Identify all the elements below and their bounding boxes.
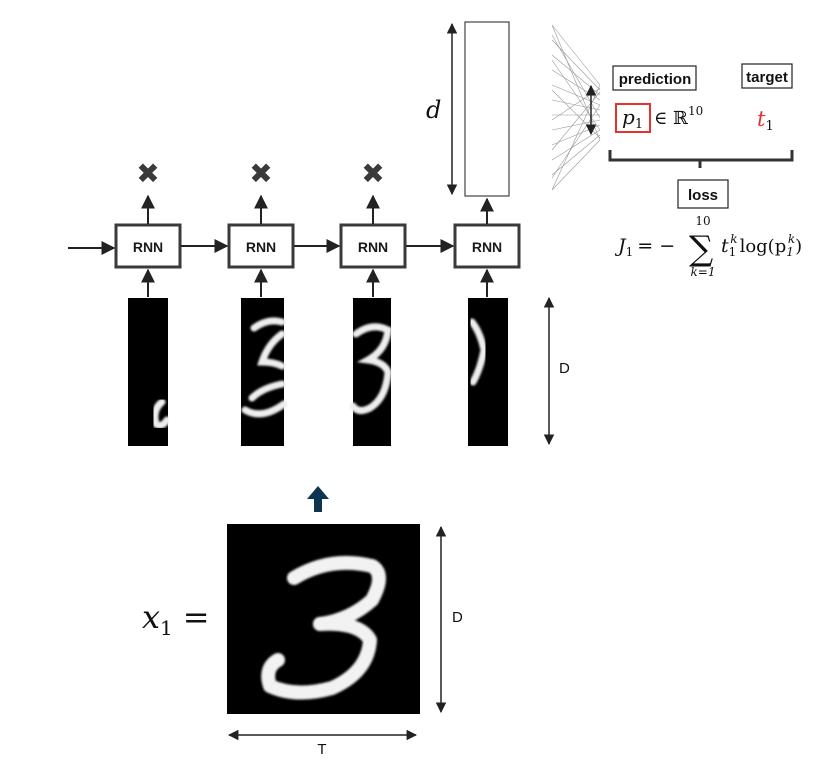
hidden-vector-d	[464, 21, 510, 197]
x1-label: x1=	[142, 598, 210, 640]
rnn-cell-label: RNN	[472, 239, 502, 255]
fully-connected-fan	[551, 24, 601, 191]
p1-highlight-box	[615, 103, 651, 133]
rnn-cell-2: RNN	[227, 223, 295, 269]
loss-brace	[608, 150, 794, 168]
rnn-cell-label: RNN	[246, 239, 276, 255]
target-box	[741, 63, 793, 89]
slice-height-label: D	[559, 360, 570, 377]
dropped-output-icon: ✖	[361, 157, 384, 190]
p1-symbol: p1	[622, 105, 643, 132]
prediction-label: prediction	[619, 71, 692, 88]
real-space: ∈ ℝ10	[654, 104, 703, 129]
dropped-output-icon: ✖	[249, 157, 272, 190]
target-label: target	[746, 69, 788, 86]
rnn-cell-3: RNN	[339, 223, 407, 269]
sum-upper: 10	[695, 214, 710, 228]
rnn-cell-4: RNN	[453, 223, 521, 269]
up-arrow-icon	[307, 486, 329, 512]
image-slice-4	[468, 298, 508, 446]
rnn-cell-1: RNN	[114, 223, 182, 269]
digit-image	[227, 524, 420, 714]
loss-label: loss	[688, 187, 718, 204]
image-height-label: D	[452, 609, 463, 626]
d-label: d	[426, 96, 441, 124]
image-slice-1	[128, 298, 171, 446]
image-slice-2	[241, 298, 288, 446]
rnn-cell-label: RNN	[133, 239, 163, 255]
rnn-cell-label: RNN	[358, 239, 388, 255]
image-slice-3	[349, 298, 392, 446]
svg-text:J1= −: J1= −	[614, 235, 675, 259]
sum-lower: k=1	[691, 265, 716, 279]
t1-symbol: t1	[757, 107, 774, 134]
loss-box	[677, 179, 729, 209]
image-width-label: T	[317, 741, 326, 758]
prediction-box	[612, 65, 697, 91]
sum-symbol: ∑	[689, 229, 713, 269]
dropped-output-icon: ✖	[136, 157, 159, 190]
